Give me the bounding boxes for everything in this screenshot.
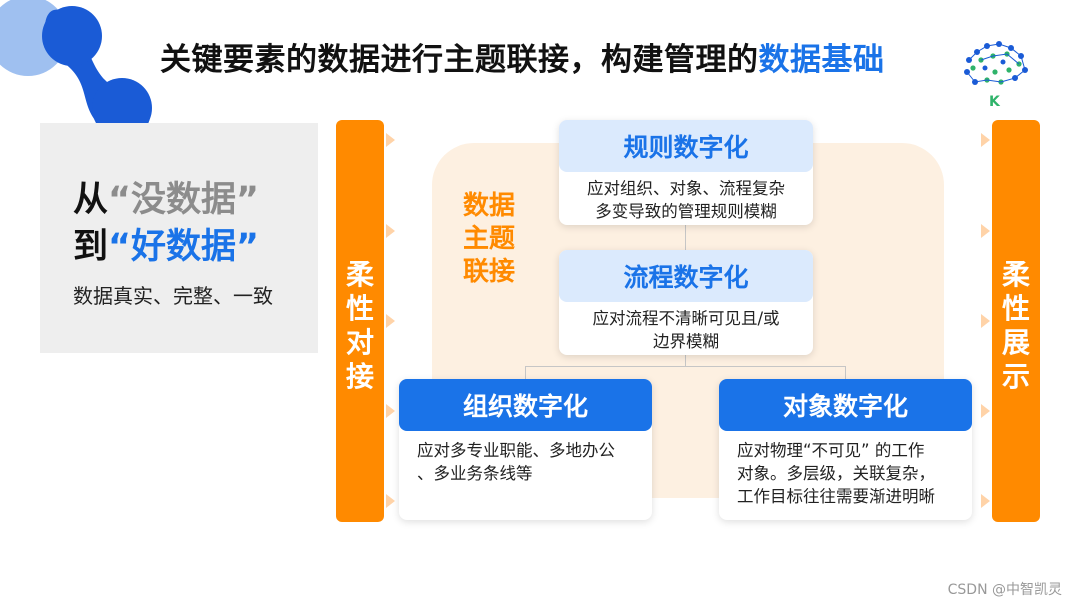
vertical-char: 性: [1001, 292, 1030, 325]
page-title: 关键要素的数据进行主题联接，构建管理的数据基础: [160, 34, 885, 79]
connector-rules-process: [685, 225, 686, 251]
arrow-left-3: [386, 314, 395, 328]
to-line: 到“好数据”: [73, 218, 259, 269]
connector-process-branch: [685, 355, 686, 367]
arrow-left-2: [386, 224, 395, 238]
org-card-body: 应对多专业职能、多地办公 、多业务条线等: [417, 441, 615, 483]
connector-branch: [525, 366, 845, 367]
to-prefix: 到: [73, 227, 109, 267]
object-card-body: 应对物理“不可见” 的工作 对象。多层级，关联复杂， 工作目标往往需要渐进明晰: [737, 441, 935, 506]
vertical-char: 性: [345, 292, 374, 325]
arrow-right-3: [981, 314, 990, 328]
arrow-right-4: [981, 404, 990, 418]
flexible-integration-bar: 柔性对接: [336, 120, 384, 522]
arrow-left-4: [386, 404, 395, 418]
vertical-char: 示: [1001, 360, 1030, 393]
process-card-body: 应对流程不清晰可见且/或 边界模糊: [592, 309, 780, 351]
data-theme-label: 数据主题联接: [458, 190, 520, 289]
object-card-title: 对象数字化: [719, 379, 972, 431]
arrow-left-1: [386, 133, 395, 147]
org-card-title: 组织数字化: [399, 379, 652, 431]
process-digitalization-card: 流程数字化 应对流程不清晰可见且/或 边界模糊: [559, 250, 813, 355]
arrow-right-1: [981, 133, 990, 147]
rules-digitalization-card: 规则数字化 应对组织、对象、流程复杂 多变导致的管理规则模糊: [559, 120, 813, 225]
vertical-char: 柔: [345, 258, 374, 291]
connector-branch-org: [525, 366, 526, 380]
arrow-right-2: [981, 224, 990, 238]
from-prefix: 从: [73, 180, 109, 220]
no-data-quote: “没数据”: [108, 180, 260, 220]
title-main: 关键要素的数据进行主题联接，构建管理的: [160, 42, 759, 78]
org-digitalization-card: 组织数字化 应对多专业职能、多地办公 、多业务条线等: [399, 379, 652, 520]
center-label-line: 联接: [462, 257, 515, 287]
panel-subtitle: 数据真实、完整、一致: [73, 284, 273, 308]
vertical-char: 柔: [1001, 258, 1030, 291]
svg-text:K: K: [989, 94, 1001, 110]
watermark: CSDN @中智凯灵: [947, 582, 1062, 598]
process-card-title: 流程数字化: [559, 250, 813, 302]
flexible-display-label: 柔性展示: [992, 258, 1040, 394]
center-label-line: 数据: [462, 191, 515, 221]
arrow-left-5: [386, 494, 395, 508]
from-line: 从“没数据”: [73, 171, 259, 222]
good-data-quote: “好数据”: [108, 227, 260, 267]
brain-logo-icon: K: [964, 41, 1028, 110]
vertical-char: 展: [1001, 326, 1030, 359]
vertical-char: 对: [345, 326, 374, 359]
vertical-char: 接: [345, 360, 374, 393]
rules-card-body: 应对组织、对象、流程复杂 多变导致的管理规则模糊: [587, 179, 785, 221]
flexible-display-bar: 柔性展示: [992, 120, 1040, 522]
object-digitalization-card: 对象数字化 应对物理“不可见” 的工作 对象。多层级，关联复杂， 工作目标往往需…: [719, 379, 972, 520]
left-summary-panel: 从“没数据” 到“好数据” 数据真实、完整、一致: [40, 123, 318, 353]
flexible-integration-label: 柔性对接: [336, 258, 384, 394]
connector-branch-object: [845, 366, 846, 380]
center-label-line: 主题: [462, 224, 515, 254]
rules-card-title: 规则数字化: [559, 120, 813, 172]
title-highlight: 数据基础: [758, 42, 885, 78]
arrow-right-5: [981, 494, 990, 508]
